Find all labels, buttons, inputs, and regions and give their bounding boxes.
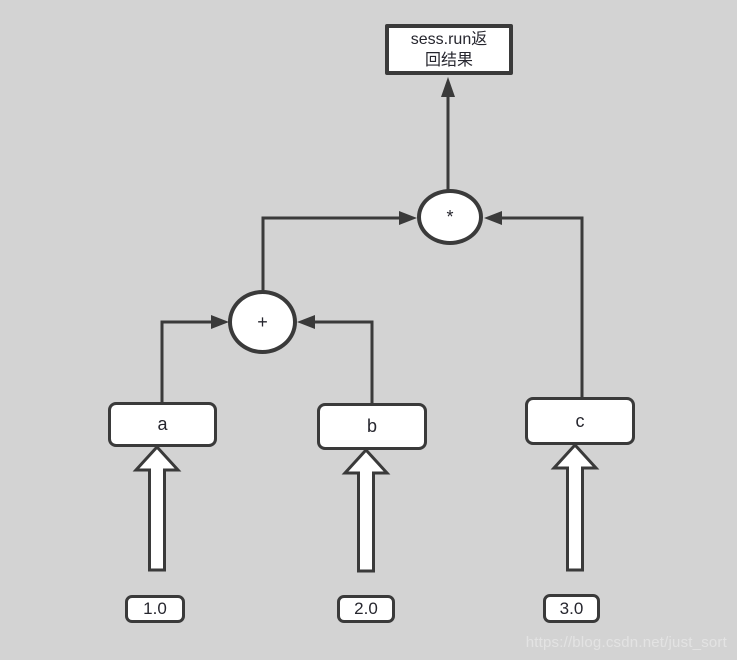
var-node-c: c <box>525 397 635 445</box>
edge-a-to-add <box>160 320 213 403</box>
arrowhead-right-icon <box>211 315 229 329</box>
value-1-label: 1.0 <box>143 599 167 618</box>
var-b-label: b <box>366 416 377 436</box>
multiply-op-label: * <box>446 206 454 227</box>
block-arrow-up-b-icon <box>341 447 391 573</box>
arrowhead-up-icon <box>441 77 455 97</box>
value-3-label: 3.0 <box>559 598 584 618</box>
csdn-watermark: https://blog.csdn.net/just_sort <box>525 634 727 651</box>
block-arrow-up-a-icon <box>132 444 182 572</box>
block-arrow-up-c-icon <box>550 442 600 572</box>
arrowhead-left-icon <box>297 315 315 329</box>
value-node-1: 1.0 <box>125 595 185 623</box>
result-node-label-line2: 回结果 <box>424 51 473 69</box>
value-2-label: 2.0 <box>354 599 378 618</box>
edge-c-to-mul <box>501 216 584 398</box>
var-a-label: a <box>157 414 168 434</box>
arrowhead-left-icon <box>484 211 502 225</box>
value-node-3: 3.0 <box>543 594 600 623</box>
value-node-2: 2.0 <box>337 595 395 623</box>
var-node-b: b <box>317 403 427 450</box>
var-node-a: a <box>108 402 217 447</box>
result-node: sess.run返 回结果 <box>385 24 513 75</box>
edge-add-to-mul <box>261 216 400 291</box>
edge-b-to-add <box>314 320 374 404</box>
result-node-label-line1: sess.run返 <box>410 30 488 48</box>
op-node-multiply: * <box>417 189 483 245</box>
arrowhead-right-icon <box>399 211 417 225</box>
var-c-label: c <box>575 410 585 431</box>
op-node-add: + <box>228 290 297 354</box>
add-op-label: + <box>257 311 268 332</box>
